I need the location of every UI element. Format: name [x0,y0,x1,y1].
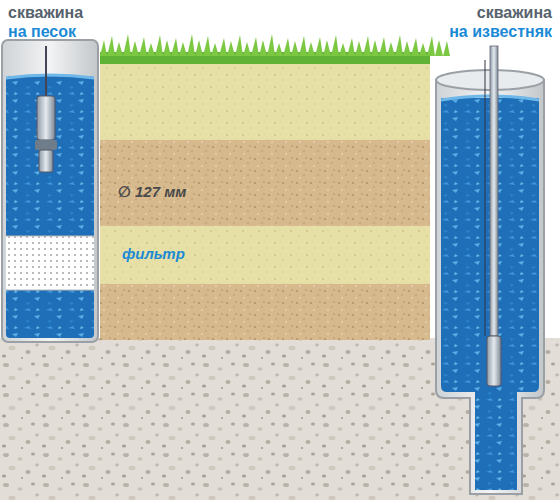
dimension-label: ∅ 127 мм [118,184,186,201]
well-type: на песок [8,23,76,41]
well-type: на известняк [449,23,552,41]
well-title: скважина [8,4,83,22]
part-label: фильтр [122,246,185,263]
well-title: скважина [477,4,552,22]
